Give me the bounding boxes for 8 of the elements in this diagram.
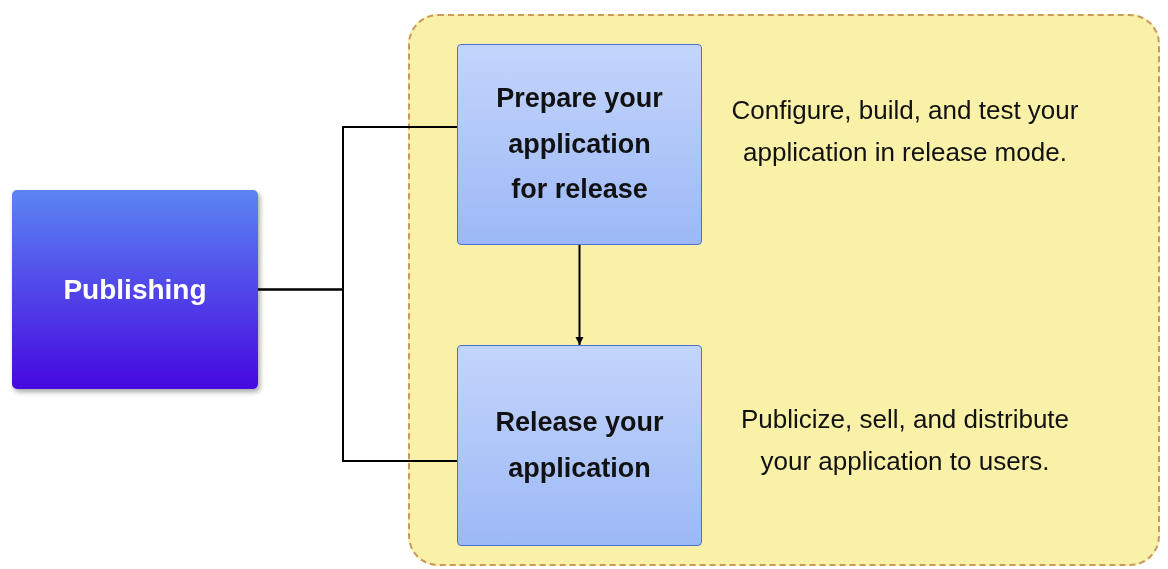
arrow [575, 244, 584, 346]
bracket-connector [257, 288, 458, 462]
step-box: Release your application [457, 345, 702, 546]
description-text: Configure, build, and test your application in release mode. [730, 94, 1080, 169]
group-panel [408, 14, 1160, 566]
description-text: Publicize, sell, and distribute your application to users. [739, 403, 1071, 478]
step-box: Prepare your application for release [457, 44, 702, 245]
category-box: Publishing [12, 190, 258, 389]
